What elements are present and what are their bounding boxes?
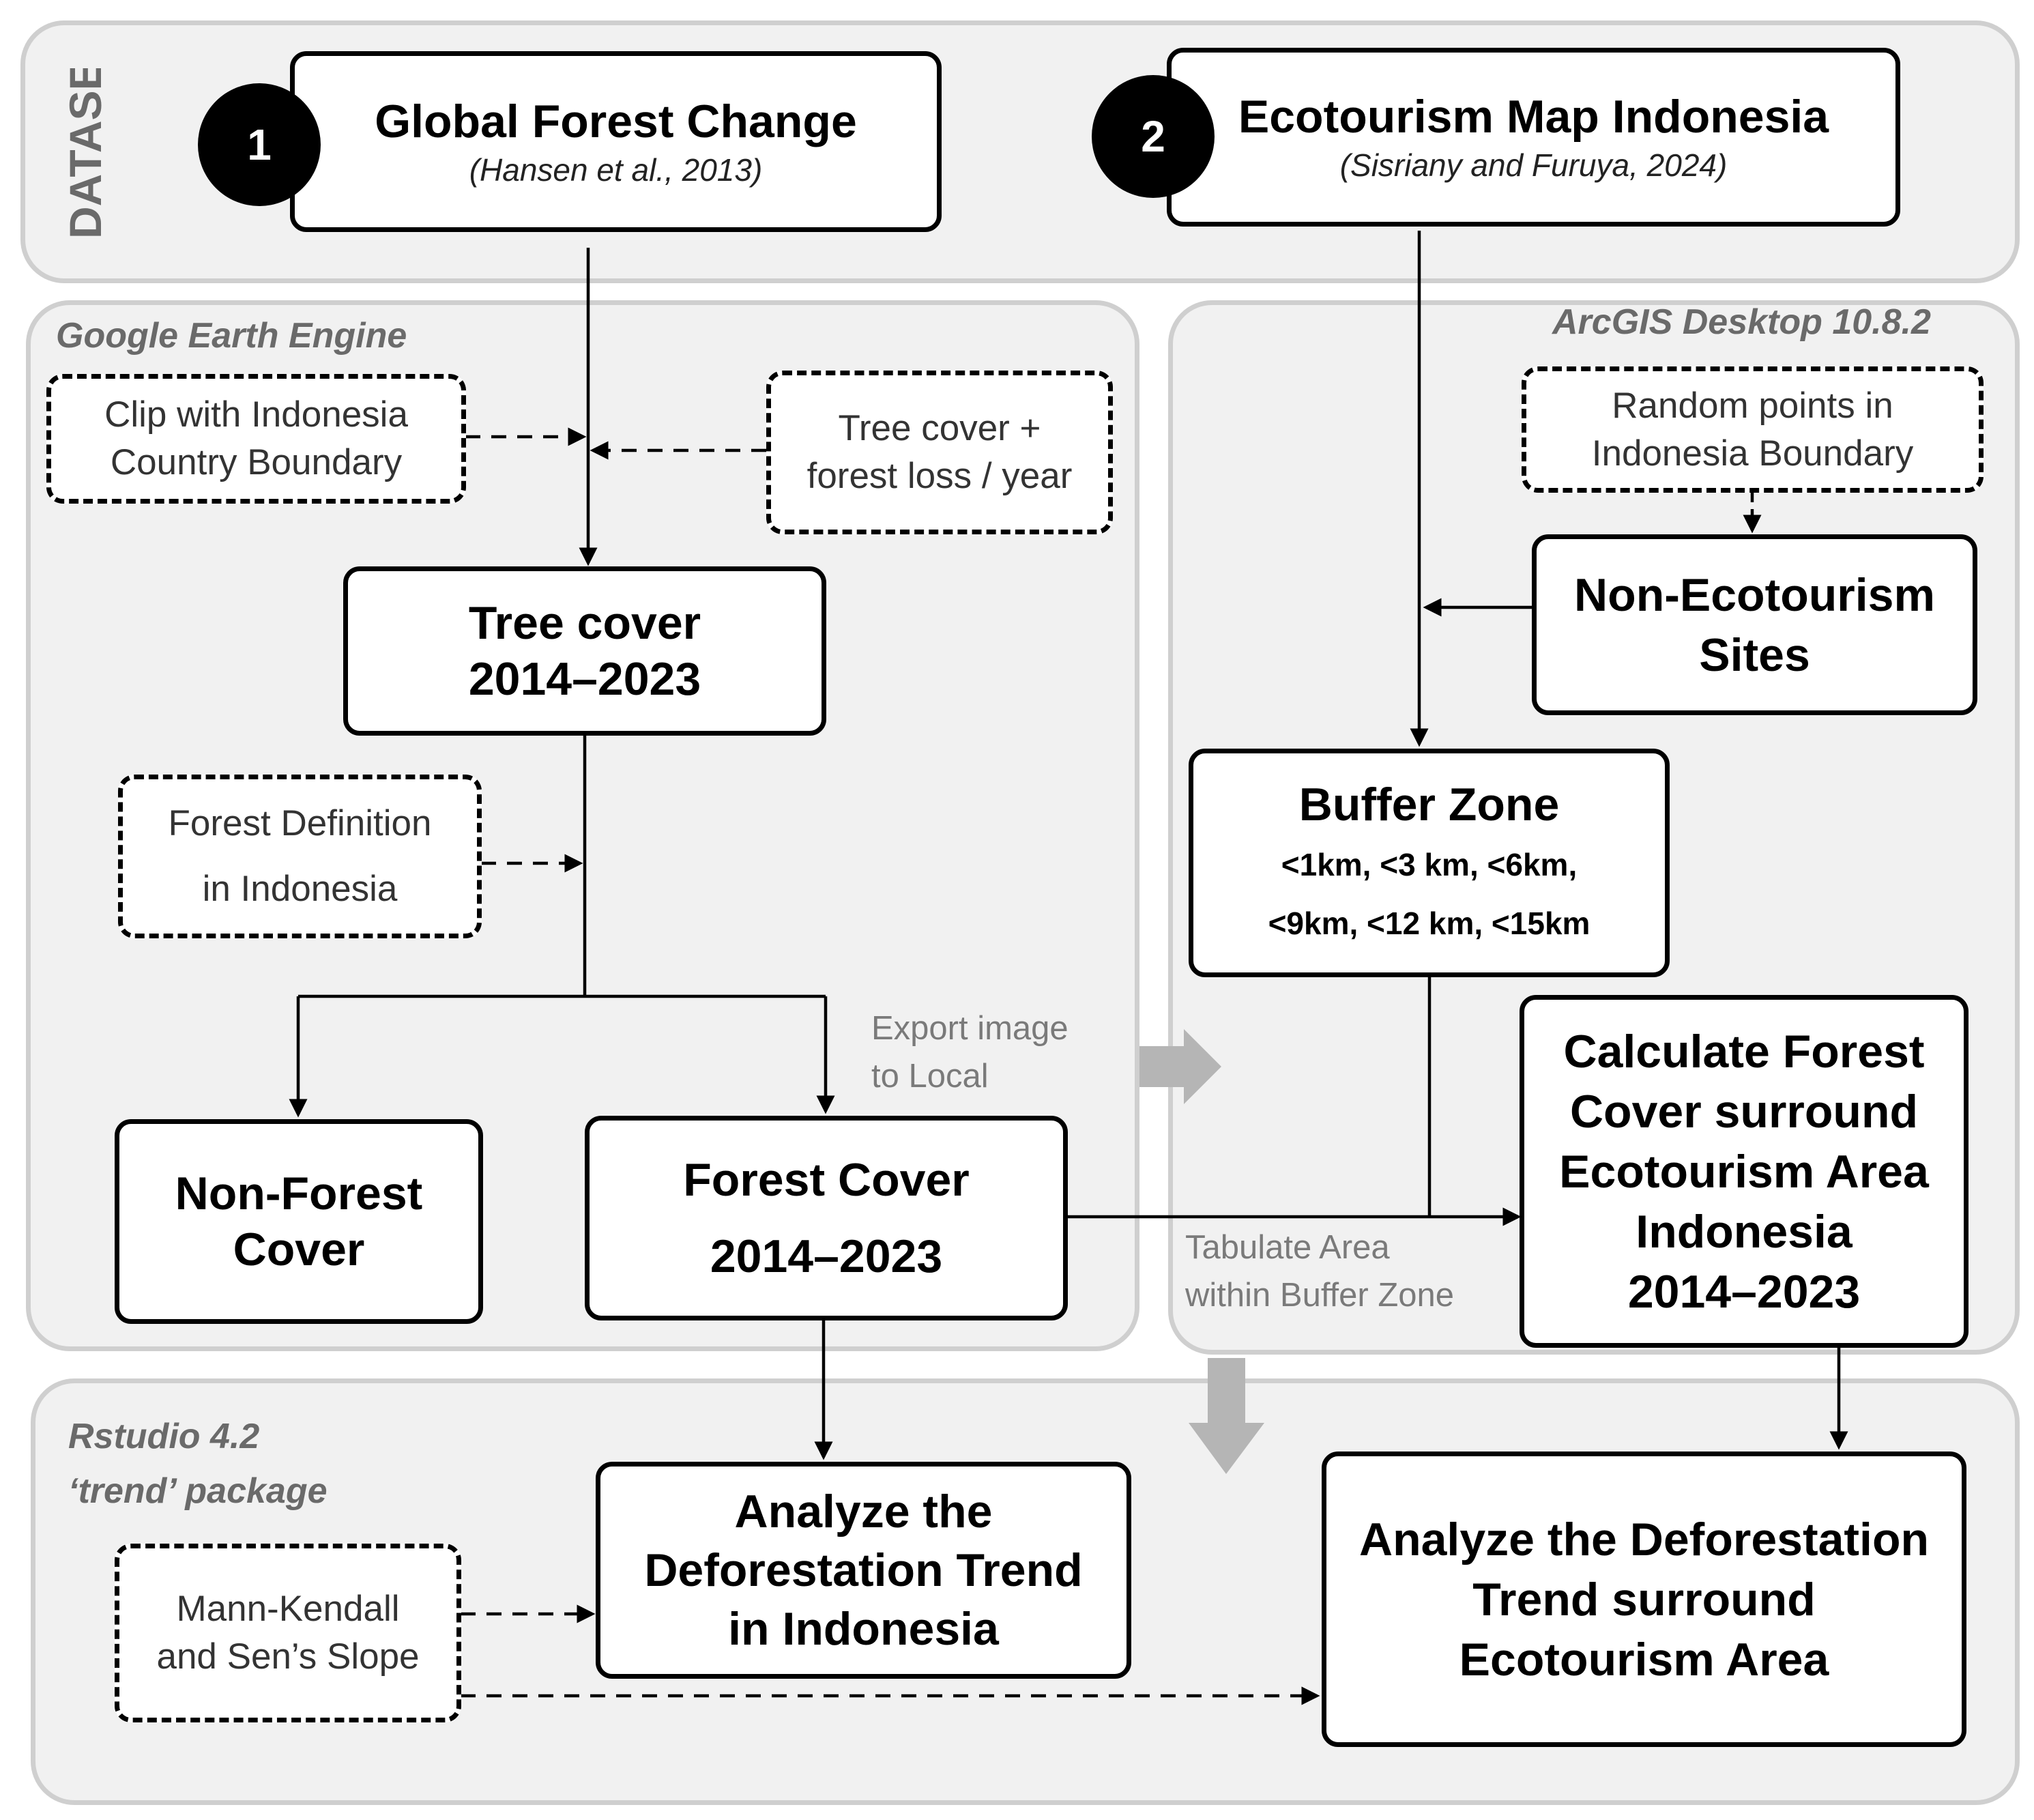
analyze1-line3: in Indonesia	[728, 1603, 999, 1655]
buffer-line1: <1km, <3 km, <6km,	[1281, 846, 1578, 882]
forest-def-line2: in Indonesia	[202, 869, 398, 909]
clip-boundary-box: Clip with Indonesia Country Boundary	[46, 374, 466, 504]
calculate-line3: Ecotourism Area	[1559, 1145, 1929, 1198]
clip-line1: Clip with Indonesia	[104, 394, 408, 435]
tabulate-note: Tabulate Area within Buffer Zone	[1185, 1224, 1454, 1319]
forest-def-line1: Forest Definition	[168, 803, 432, 843]
export-note-line1: Export image	[871, 1010, 1069, 1047]
ecomap-citation: (Sisriany and Furuya, 2024)	[1339, 147, 1728, 183]
random-points-line2: Indonesia Boundary	[1591, 433, 1914, 474]
non-ecotourism-box: Non-Ecotourism Sites	[1532, 534, 1977, 715]
forest-cover-line1: Forest Cover	[683, 1154, 970, 1206]
dataset-badge-1: 1	[198, 83, 321, 206]
tabulate-note-line2: within Buffer Zone	[1185, 1277, 1455, 1314]
mann-line2: and Sen’s Slope	[156, 1636, 420, 1677]
analyze-ecotourism-box: Analyze the Deforestation Trend surround…	[1322, 1451, 1966, 1747]
random-points-line1: Random points in	[1612, 385, 1893, 426]
random-points-box: Random points in Indonesia Boundary	[1522, 366, 1984, 493]
analyze2-line2: Trend surround	[1472, 1573, 1816, 1626]
analyze2-line1: Analyze the Deforestation	[1359, 1513, 1930, 1565]
buffer-title: Buffer Zone	[1298, 778, 1560, 830]
gfc-citation: (Hansen et al., 2013)	[469, 151, 763, 188]
tabulate-note-line1: Tabulate Area	[1185, 1229, 1390, 1266]
dataset-badge-2: 2	[1092, 75, 1215, 198]
calculate-line4: Indonesia	[1636, 1205, 1853, 1258]
calculate-line2: Cover surround	[1569, 1085, 1919, 1138]
tree-loss-line1: Tree cover +	[838, 408, 1041, 448]
buffer-line2: <9km, <12 km, <15km	[1268, 905, 1590, 941]
tree-cover-box: Tree cover 2014–2023	[343, 566, 826, 736]
buffer-zone-box: Buffer Zone <1km, <3 km, <6km, <9km, <12…	[1189, 749, 1670, 977]
rstudio-panel-label-line1: Rstudio 4.2	[68, 1417, 260, 1456]
dataset-label: DATASET	[60, 68, 111, 239]
gfc-title: Global Forest Change	[375, 95, 857, 147]
arcgis-panel-label: ArcGIS Desktop 10.8.2	[1552, 302, 1931, 342]
forest-cover-box: Forest Cover 2014–2023	[585, 1116, 1068, 1320]
export-note-line2: to Local	[871, 1058, 989, 1095]
export-note: Export image to Local	[871, 1005, 1069, 1100]
analyze1-line1: Analyze the	[734, 1486, 993, 1537]
dataset-gfc-box: Global Forest Change (Hansen et al., 201…	[290, 51, 942, 232]
dataset-ecomap-box: Ecotourism Map Indonesia (Sisriany and F…	[1167, 48, 1900, 227]
gray-arrow-right	[1139, 1029, 1221, 1104]
non-eco-line2: Sites	[1699, 629, 1810, 681]
forest-cover-line2: 2014–2023	[710, 1230, 943, 1282]
tree-loss-line2: forest loss / year	[807, 456, 1073, 496]
gray-arrow-down	[1189, 1358, 1264, 1474]
dataset-label-text: DATASET	[60, 68, 111, 239]
tree-cover-line2: 2014–2023	[468, 653, 701, 705]
tree-cover-line1: Tree cover	[468, 597, 701, 649]
mann-kendall-box: Mann-Kendall and Sen’s Slope	[115, 1544, 461, 1722]
calculate-line1: Calculate Forest	[1563, 1025, 1925, 1078]
gee-panel-label: Google Earth Engine	[56, 316, 407, 356]
rstudio-panel-label-line2: ‘trend’ package	[68, 1471, 328, 1511]
tree-loss-box: Tree cover + forest loss / year	[766, 371, 1113, 534]
non-forest-line2: Cover	[233, 1224, 365, 1275]
forest-definition-box: Forest Definition in Indonesia	[118, 775, 482, 938]
calculate-line5: 2014–2023	[1627, 1265, 1861, 1318]
non-forest-box: Non-Forest Cover	[115, 1119, 483, 1324]
analyze-indonesia-box: Analyze the Deforestation Trend in Indon…	[596, 1462, 1131, 1679]
ecomap-title: Ecotourism Map Indonesia	[1238, 91, 1829, 143]
mann-line1: Mann-Kendall	[176, 1589, 400, 1629]
analyze2-line3: Ecotourism Area	[1459, 1633, 1829, 1686]
clip-line2: Country Boundary	[110, 442, 403, 482]
calculate-forest-box: Calculate Forest Cover surround Ecotouri…	[1520, 995, 1968, 1348]
non-eco-line1: Non-Ecotourism	[1574, 568, 1935, 621]
non-forest-line1: Non-Forest	[175, 1168, 423, 1219]
analyze1-line2: Deforestation Trend	[644, 1544, 1083, 1596]
